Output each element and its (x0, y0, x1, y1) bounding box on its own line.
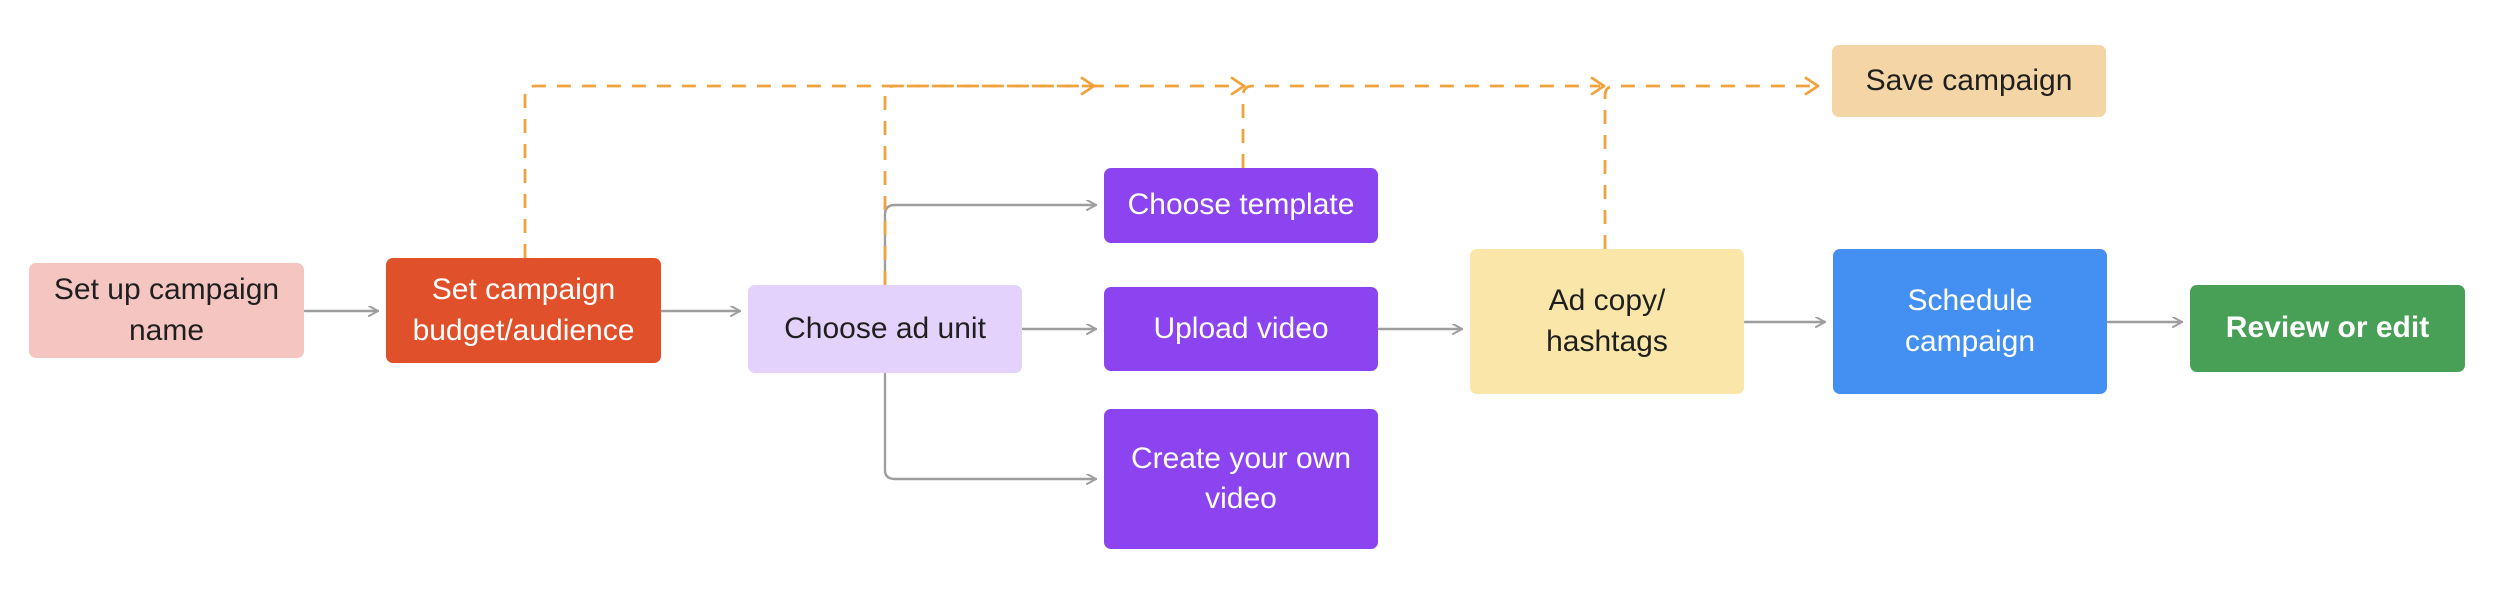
node-schedule-campaign[interactable]: Schedule campaign (1833, 249, 2107, 394)
node-save-campaign[interactable]: Save campaign (1832, 45, 2106, 117)
edge-budget-save (523, 84, 1090, 258)
node-label: Choose template (1127, 188, 1355, 222)
node-ad-copy-hashtags[interactable]: Ad copy/ hashtags (1470, 249, 1744, 394)
node-review-or-edit[interactable]: Review or edit (2190, 285, 2465, 372)
node-label: Set campaign budget/audience (412, 273, 635, 347)
node-upload-video[interactable]: Upload video (1104, 287, 1378, 371)
node-label: Schedule campaign (1904, 284, 2036, 358)
node-label: Set up campaign name (53, 273, 280, 347)
edge-adunit-template (883, 205, 1098, 287)
edge-template-save (1241, 84, 1600, 168)
node-label: Ad copy/ hashtags (1546, 284, 1668, 358)
node-label: Choose ad unit (784, 311, 986, 345)
orange-arrowhead-1 (1080, 76, 1096, 96)
orange-arrowhead-2 (1230, 76, 1246, 96)
node-set-campaign-budget-audience[interactable]: Set campaign budget/audience (386, 258, 661, 363)
edge-adcopy-save (1603, 84, 1818, 249)
node-label: Review or edit (2225, 311, 2430, 345)
node-create-your-own-video[interactable]: Create your own video (1104, 409, 1378, 549)
node-label: Create your own video (1130, 441, 1352, 516)
orange-arrowhead-4 (1804, 76, 1820, 96)
node-choose-ad-unit[interactable]: Choose ad unit (748, 285, 1022, 373)
node-label: Upload video (1153, 311, 1329, 345)
node-choose-template[interactable]: Choose template (1104, 168, 1378, 243)
orange-arrowhead-3 (1590, 76, 1606, 96)
node-set-up-campaign-name[interactable]: Set up campaign name (29, 263, 304, 358)
edge-adunit-create (883, 372, 1098, 479)
node-label: Save campaign (1865, 63, 2073, 97)
